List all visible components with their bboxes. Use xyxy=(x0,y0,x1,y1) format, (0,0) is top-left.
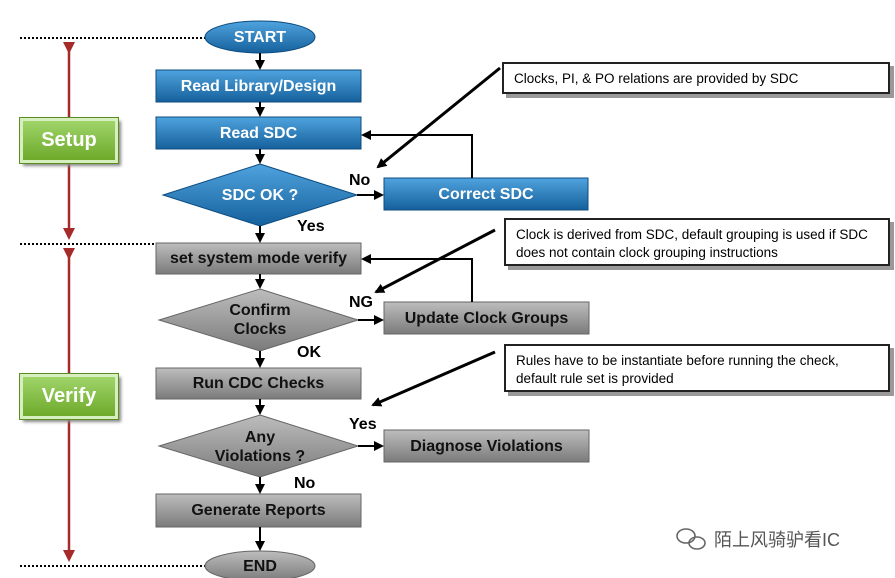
edge-label-ok: OK xyxy=(297,344,321,361)
update-clock-groups-label: Update Clock Groups xyxy=(404,309,569,327)
generate-reports-label: Generate Reports xyxy=(191,502,326,519)
diagnose-label: Diagnose Violations xyxy=(410,437,563,455)
note-rules: Rules have to be instantiate before runn… xyxy=(504,344,890,392)
wechat-icon xyxy=(676,528,706,550)
note-sdc-relations: Clocks, PI, & PO relations are provided … xyxy=(502,62,890,94)
note-clock-derivation: Clock is derived from SDC, default group… xyxy=(504,218,890,266)
set-mode-label: set system mode verify xyxy=(170,250,347,267)
phase-setup: Setup xyxy=(19,117,119,164)
any-violations-label: Any Violations ? xyxy=(214,429,306,465)
run-cdc-shape xyxy=(155,367,362,400)
arrow-correct-sdc-back xyxy=(361,130,473,178)
callout-arrow-3 xyxy=(371,350,496,407)
edge-label-no-2: No xyxy=(294,475,316,492)
callout-arrow-1 xyxy=(376,66,501,169)
correct-sdc-shape xyxy=(383,177,589,211)
phase-verify: Verify xyxy=(19,373,119,420)
arrow-update-back xyxy=(361,254,473,302)
read-library-label: Read Library/Design xyxy=(180,77,337,95)
edge-label-ng: NG xyxy=(349,294,373,311)
diagnose-shape xyxy=(383,429,590,463)
sdc-ok-label: SDC OK ? xyxy=(221,186,299,204)
edge-label-no-1: No xyxy=(349,172,371,189)
generate-reports-shape xyxy=(155,493,362,528)
start-label: START xyxy=(233,28,287,46)
run-cdc-label: Run CDC Checks xyxy=(192,375,325,392)
correct-sdc-label: Correct SDC xyxy=(438,185,534,203)
end-label: END xyxy=(243,557,277,575)
read-library-shape xyxy=(155,69,362,103)
edge-label-yes-2: Yes xyxy=(349,416,377,433)
read-sdc-label: Read SDC xyxy=(219,124,298,142)
edge-label-yes-1: Yes xyxy=(297,218,325,235)
confirm-clocks-label: Confirm Clocks xyxy=(229,302,291,338)
callout-arrow-2 xyxy=(374,228,496,294)
set-mode-shape xyxy=(155,242,362,275)
end-shape xyxy=(204,550,316,578)
watermark: 陌上风骑驴看IC xyxy=(714,530,840,550)
update-clock-groups-shape xyxy=(383,301,590,335)
